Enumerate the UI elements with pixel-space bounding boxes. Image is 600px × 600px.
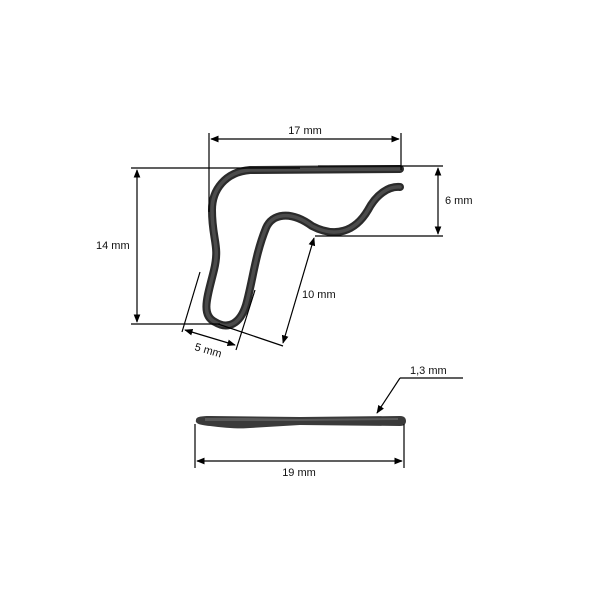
- clip-wire-shape: [202, 165, 404, 330]
- label-leg-length: 10 mm: [302, 289, 336, 301]
- label-length: 19 mm: [282, 467, 316, 479]
- clip-side-view: [195, 416, 406, 429]
- label-height: 14 mm: [96, 240, 130, 252]
- dimension-14mm: 14 mm: [96, 167, 300, 325]
- label-width: 17 mm: [288, 125, 322, 137]
- rod-shape: [195, 416, 406, 429]
- dimension-17mm: 17 mm: [208, 125, 402, 212]
- dimension-10mm: 10 mm: [217, 237, 336, 347]
- label-loop-width: 5 mm: [193, 341, 223, 360]
- dimension-19mm: 19 mm: [194, 424, 405, 479]
- clip-top-view: [202, 165, 404, 330]
- dimension-6mm: 6 mm: [315, 165, 473, 237]
- label-hook-depth: 6 mm: [445, 195, 473, 207]
- dimension-1-3mm: 1,3 mm: [376, 365, 463, 414]
- label-wire-diameter: 1,3 mm: [410, 365, 447, 377]
